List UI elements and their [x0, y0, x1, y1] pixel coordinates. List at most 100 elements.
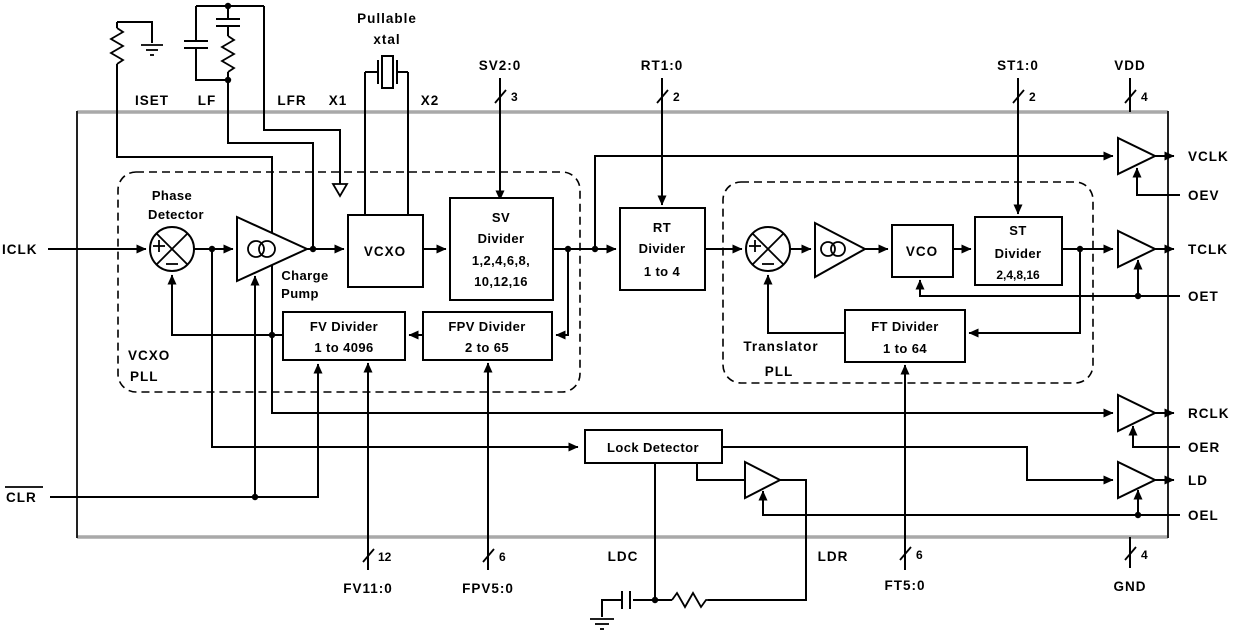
ldc-pin-label: LDC [608, 549, 639, 564]
vcxo-pll-region [117, 171, 581, 393]
ft-feedback-wire [763, 274, 845, 334]
sv-divider-label-1: SV [492, 210, 510, 225]
junction-dots [208, 245, 1142, 604]
ground-icon [590, 618, 614, 630]
xtal-caption-2: xtal [373, 32, 400, 47]
ft-divider-label-2: 1 to 64 [883, 341, 927, 356]
rt-pin-label: RT1:0 [641, 58, 684, 73]
ld-pin-label: LD [1188, 473, 1208, 488]
ld-input-wire [722, 446, 1114, 485]
vcxo-pll-label-2: PLL [130, 369, 159, 384]
lock-detector-label: Lock Detector [607, 440, 699, 455]
vclk-buffer-icon [1117, 136, 1158, 176]
phase-detector-label-2: Detector [148, 207, 204, 222]
x2-pin-label: X2 [421, 93, 440, 108]
st-bus-width: 2 [1029, 90, 1036, 104]
st-divider-label-2: Divider [995, 246, 1042, 261]
phase-detector-2 [745, 226, 791, 272]
wires [48, 6, 1180, 630]
iset-pin-label: ISET [135, 93, 169, 108]
vco-block [891, 224, 954, 278]
oel-wire [758, 490, 1180, 516]
oet-pin-label: OET [1188, 289, 1219, 304]
chip-outline [76, 110, 1169, 539]
lock-detector-input-wire [211, 249, 579, 452]
rt-divider-block [619, 207, 706, 291]
rt-bus-width: 2 [673, 90, 680, 104]
clr-pin-label: CLR [6, 490, 37, 505]
plus-icon [153, 240, 165, 252]
clr-wire [50, 363, 323, 498]
translator-pll-label-1: Translator [743, 339, 818, 354]
translator-pll-label-2: PLL [765, 364, 794, 379]
fv-divider-block [282, 311, 406, 361]
rclk-input-wire [116, 64, 1114, 418]
rt-divider-label-1: RT [653, 220, 671, 235]
fv-divider-label-1: FV Divider [310, 319, 378, 334]
vdd-pin-label: VDD [1114, 58, 1146, 73]
fpv-divider-label-1: FPV Divider [448, 319, 525, 334]
resistor-icon [220, 35, 236, 73]
fpv-divider-label-2: 2 to 65 [465, 340, 509, 355]
fv-divider-label-2: 1 to 4096 [314, 340, 373, 355]
sv-bus-width: 3 [511, 90, 518, 104]
sv-divider-label-3: 1,2,4,6,8, [472, 253, 530, 268]
ldr-pin-label: LDR [818, 549, 849, 564]
tclk-pin-label: TCLK [1188, 242, 1228, 257]
charge-pump-2 [814, 221, 868, 279]
charge-pump-label-1: Charge [281, 268, 328, 283]
vclk-input-wire [594, 151, 1114, 249]
phase-detector-label-1: Phase [152, 188, 192, 203]
x1-pin-label: X1 [329, 93, 348, 108]
lfr-wire [263, 6, 341, 184]
ft-divider-block [844, 309, 966, 363]
oev-wire [1132, 167, 1180, 196]
sv-pin-label: SV2:0 [479, 58, 522, 73]
oel-pin-label: OEL [1188, 508, 1219, 523]
fpv-pin-label: FPV5:0 [462, 581, 514, 596]
fv-feedback-wire [167, 274, 283, 336]
xtal-caption-1: Pullable [357, 11, 417, 26]
output-buffers [744, 136, 1158, 500]
sv-divider-block [449, 197, 554, 301]
st-pin-label: ST1:0 [997, 58, 1039, 73]
rt-divider-label-2: Divider [639, 241, 686, 256]
fpv-divider-block [422, 311, 553, 361]
ldc-gnd-wire [601, 599, 622, 617]
oer-pin-label: OER [1188, 440, 1220, 455]
ld-buffer-icon [1117, 460, 1158, 500]
ft-bus-width: 6 [916, 548, 923, 562]
ldr-buffer-input-wire [696, 463, 745, 481]
lock-detector-block [584, 429, 723, 464]
tclk-buffer-icon [1117, 229, 1158, 269]
iclk-pin-label: ICLK [2, 242, 38, 257]
pin-labels: ICLK CLR ISET LF LFR X1 X2 Pullable xtal… [2, 11, 1230, 596]
fpv-bus-width: 6 [499, 550, 506, 564]
ldr-wire [708, 479, 807, 601]
ft-divider-label-1: FT Divider [871, 319, 939, 334]
charge-pump-1 [236, 215, 310, 283]
charge-pump-label-2: Pump [281, 286, 319, 301]
sv-divider-label-4: 10,12,16 [474, 274, 528, 289]
vcxo-block [347, 214, 424, 288]
lf-wire [227, 80, 314, 249]
vclk-pin-label: VCLK [1188, 149, 1229, 164]
crystal-icon [377, 55, 398, 89]
ldr-buffer-icon [744, 460, 783, 500]
loop-filter-network [184, 2, 264, 84]
fv-bus-width: 12 [378, 550, 392, 564]
gnd-pin-label: GND [1114, 579, 1147, 594]
fv-pin-label: FV11:0 [343, 581, 393, 596]
rclk-pin-label: RCLK [1188, 406, 1230, 421]
st-divider-label-3: 2,4,8,16 [996, 268, 1040, 282]
bus-width-marks: 3 2 2 4 12 6 6 4 [362, 89, 1148, 564]
oev-pin-label: OEV [1188, 188, 1220, 203]
phase-detector-1 [149, 226, 195, 272]
translator-pll-region [722, 181, 1094, 384]
vcxo-pll-label-1: VCXO [128, 348, 170, 363]
iset-network [109, 21, 163, 65]
st-divider-block [974, 216, 1063, 286]
vcxo-label: VCXO [364, 244, 406, 259]
